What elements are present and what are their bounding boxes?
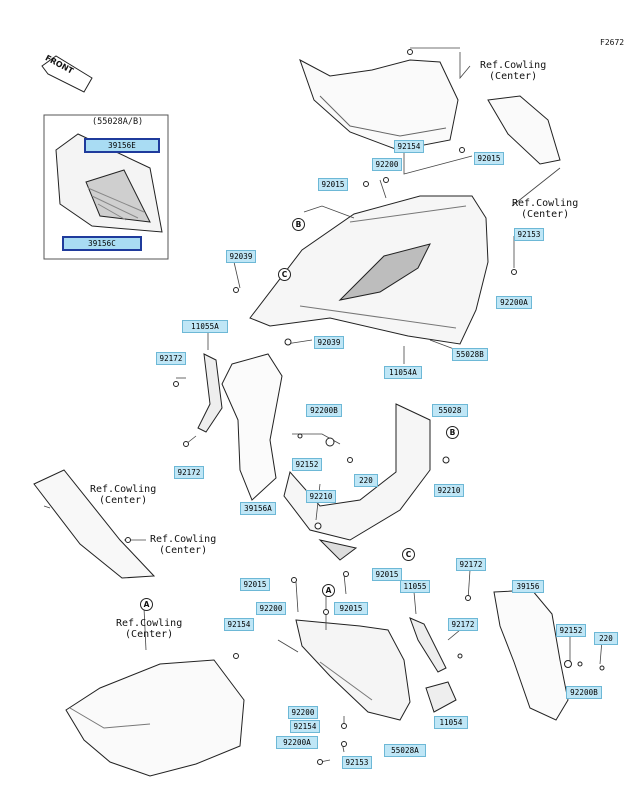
inset-part-tag[interactable]: 39156E <box>84 138 160 153</box>
bracket-right <box>409 617 447 673</box>
figure-code: F2672 <box>600 38 625 47</box>
part-tag[interactable]: 11054A <box>384 366 422 379</box>
part-tag[interactable]: 92200A <box>276 736 318 749</box>
bottom-left-cowling <box>65 659 245 777</box>
lower-side-cowling <box>295 619 411 721</box>
part-tag[interactable]: 11054 <box>434 716 468 729</box>
part-tag[interactable]: 92039 <box>314 336 344 349</box>
part-tag[interactable]: 220 <box>354 474 378 487</box>
part-tag[interactable]: 92172 <box>456 558 486 571</box>
part-tag[interactable]: 11055 <box>400 580 430 593</box>
bracket-left <box>197 353 223 433</box>
part-tag[interactable]: 92200 <box>372 158 402 171</box>
callout-marker: B <box>292 218 305 231</box>
inset-frame <box>43 114 169 260</box>
callout-marker: A <box>322 584 335 597</box>
part-tag[interactable]: 92152 <box>556 624 586 637</box>
reference-note: Ref.Cowling (Center) <box>116 618 183 640</box>
reference-note: Ref.Cowling (Center) <box>150 534 217 556</box>
part-tag[interactable]: 92200B <box>306 404 342 417</box>
part-tag[interactable]: 92015 <box>334 602 368 615</box>
left-cowling-strip <box>33 469 156 579</box>
front-arrow-icon <box>41 55 93 93</box>
part-tag[interactable]: 92154 <box>224 618 254 631</box>
callout-marker: A <box>140 598 153 611</box>
callout-marker: C <box>278 268 291 281</box>
part-tag[interactable]: 92015 <box>474 152 504 165</box>
part-tag[interactable]: 92172 <box>156 352 186 365</box>
lower-fairing-upper <box>283 403 431 541</box>
part-tag[interactable]: 92152 <box>292 458 322 471</box>
part-tag[interactable]: 92172 <box>448 618 478 631</box>
part-tag[interactable]: 92153 <box>342 756 372 769</box>
reference-note: Ref.Cowling (Center) <box>480 60 547 82</box>
inner-panel-left <box>221 353 283 501</box>
part-tag[interactable]: 92200 <box>256 602 286 615</box>
part-tag[interactable]: 92154 <box>394 140 424 153</box>
part-tag[interactable]: 92210 <box>306 490 336 503</box>
inner-panel-right <box>493 589 569 721</box>
inset-title: (55028A/B) <box>92 117 144 127</box>
part-tag[interactable]: 92210 <box>434 484 464 497</box>
reference-note: Ref.Cowling (Center) <box>512 198 579 220</box>
part-tag[interactable]: 92172 <box>174 466 204 479</box>
part-tag[interactable]: 11055A <box>182 320 228 333</box>
part-tag[interactable]: 39156A <box>240 502 276 515</box>
part-tag[interactable]: 39156 <box>512 580 544 593</box>
part-tag[interactable]: 55028 <box>432 404 468 417</box>
part-tag[interactable]: 55028A <box>384 744 426 757</box>
part-tag[interactable]: 92015 <box>318 178 348 191</box>
part-tag[interactable]: 92015 <box>372 568 402 581</box>
part-tag[interactable]: 92154 <box>290 720 320 733</box>
part-tag[interactable]: 220 <box>594 632 618 645</box>
part-tag[interactable]: 92200A <box>496 296 532 309</box>
part-tag[interactable]: 92200 <box>288 706 318 719</box>
center-cowling-right-piece <box>487 95 561 165</box>
center-cowling-top <box>299 58 459 151</box>
inset-part-tag[interactable]: 39156C <box>62 236 142 251</box>
part-tag[interactable]: 92200B <box>566 686 602 699</box>
bracket-lower <box>425 681 457 713</box>
callout-marker: B <box>446 426 459 439</box>
reference-note: Ref.Cowling (Center) <box>90 484 157 506</box>
part-tag[interactable]: 92153 <box>514 228 544 241</box>
part-tag[interactable]: 92015 <box>240 578 270 591</box>
callout-marker: C <box>402 548 415 561</box>
part-tag[interactable]: 92039 <box>226 250 256 263</box>
part-tag[interactable]: 55028B <box>452 348 488 361</box>
